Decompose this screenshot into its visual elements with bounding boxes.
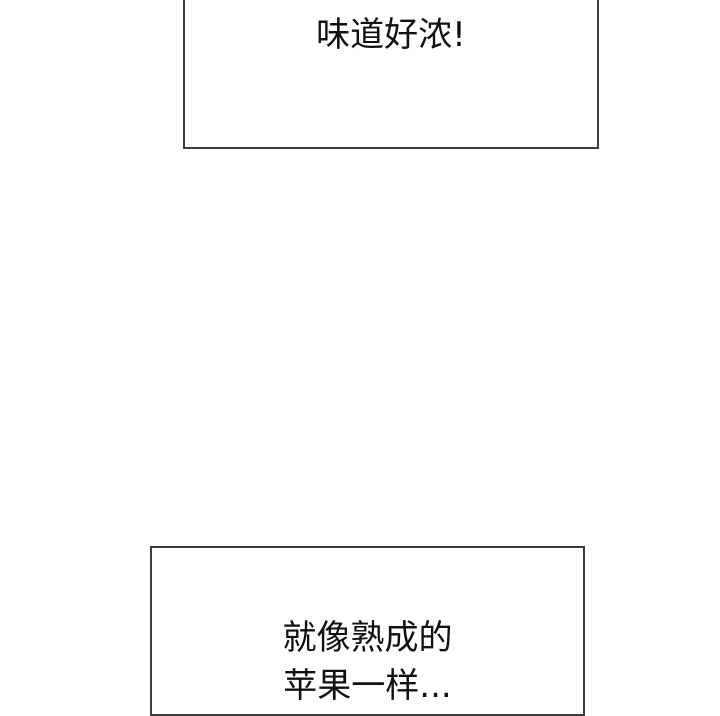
dialogue-line: 味道好浓!	[316, 15, 466, 55]
dialogue-line: 苹果一样...	[283, 666, 452, 706]
dialogue-line: 就像熟成的	[282, 618, 453, 658]
speech-box-bottom: 就像熟成的 苹果一样...	[150, 546, 585, 716]
speech-box-top: 味道好浓!	[183, 0, 599, 149]
